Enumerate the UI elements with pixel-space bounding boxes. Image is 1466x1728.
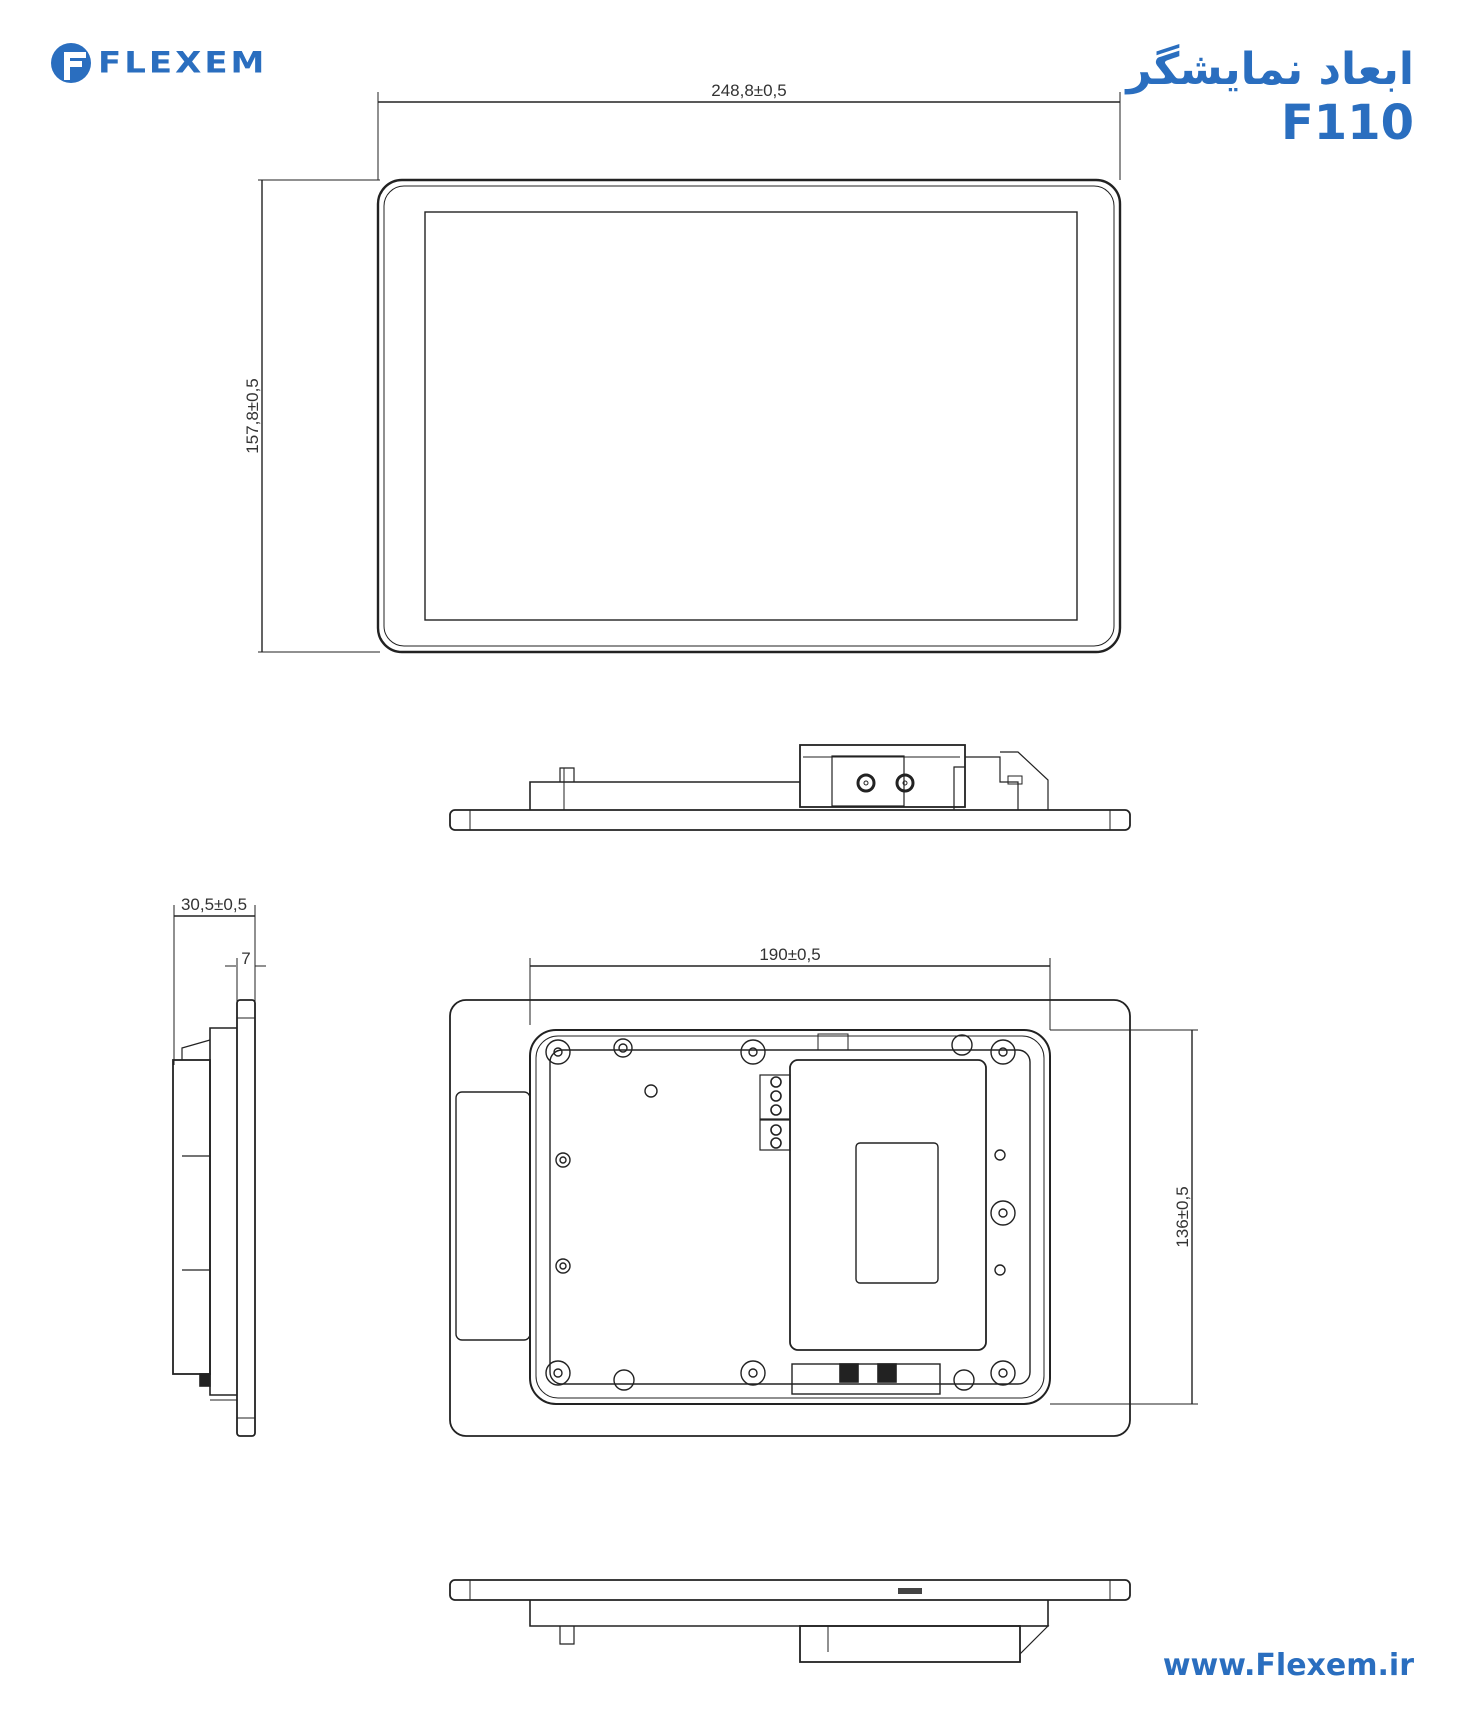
dim-cutout-height: 136±0,5 xyxy=(1173,1186,1192,1247)
dim-cutout-width: 190±0,5 xyxy=(759,945,820,964)
dim-side-depth: 30,5±0,5 xyxy=(181,895,247,914)
bottom-view xyxy=(449,1579,1131,1663)
back-view: 190±0,5 136±0,5 xyxy=(449,945,1198,1437)
brand-name: FLEXEM xyxy=(98,46,268,80)
title-block: ابعاد نمایشگر F110 xyxy=(1126,44,1414,150)
top-view xyxy=(449,744,1131,831)
model-name: F110 xyxy=(1281,95,1414,151)
page-title: ابعاد نمایشگر xyxy=(1126,44,1414,95)
flexem-logo-icon xyxy=(51,43,91,83)
dim-front-width: 248,8±0,5 xyxy=(711,81,787,100)
dim-side-bezel: 7 xyxy=(241,949,250,968)
dim-front-height: 157,8±0,5 xyxy=(243,378,262,454)
side-view: 30,5±0,5 7 xyxy=(172,895,266,1437)
flexem-logo: FLEXEM xyxy=(50,42,267,84)
website-link[interactable]: www.Flexem.ir xyxy=(1162,1648,1414,1683)
front-view: 248,8±0,5 157,8±0,5 xyxy=(243,81,1122,654)
